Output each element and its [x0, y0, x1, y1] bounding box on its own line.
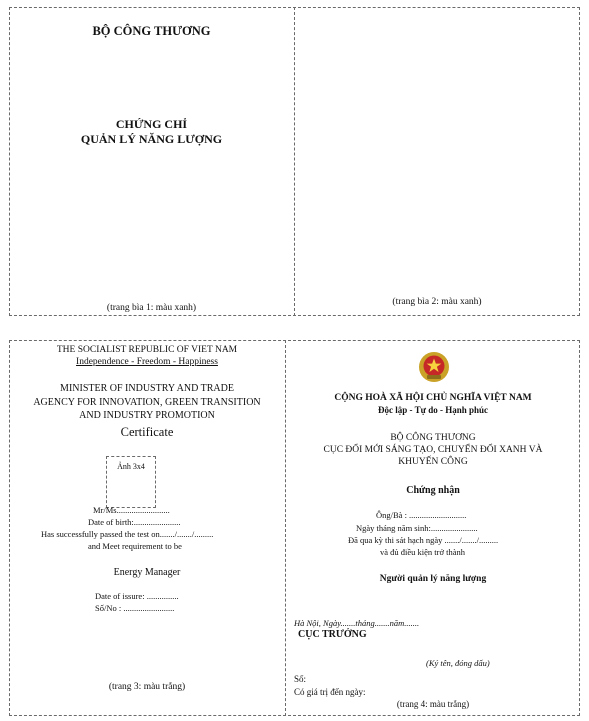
- p3-ministry: MINISTER OF INDUSTRY AND TRADE: [60, 383, 234, 394]
- photo-label: Ảnh 3x4: [117, 462, 145, 471]
- p3-name-field: Mr/Ms.........................: [93, 505, 170, 515]
- p4-condition: và đủ điều kiện trở thành: [380, 547, 465, 557]
- p4-page-note: (trang 4: màu trắng): [396, 699, 470, 709]
- p3-page-note: (trang 3: màu trắng): [108, 682, 186, 692]
- p4-country: CỘNG HOÀ XÃ HỘI CHỦ NGHĨA VIỆT NAM: [334, 393, 532, 403]
- p3-country: THE SOCIALIST REPUBLIC OF VIET NAM: [56, 345, 238, 355]
- p4-passed-field: Đã qua kỳ thi sát hạch ngày ......./....…: [348, 535, 499, 545]
- p4-ministry: BỘ CÔNG THƯƠNG: [390, 433, 476, 443]
- p4-agency-line1: CỤC ĐỔI MỚI SÁNG TẠO, CHUYỂN ĐỔI XANH VÀ: [323, 445, 543, 455]
- p4-certify: Chứng nhận: [406, 485, 460, 496]
- inside-spread: [9, 340, 580, 716]
- p3-agency-line2: AND INDUSTRY PROMOTION: [79, 410, 215, 421]
- p3-motto: Independence - Freedom - Happiness: [76, 357, 218, 367]
- p4-sign-note: (Ký tên, đóng dấu): [426, 658, 490, 668]
- p3-date-issue: Date of issure: ...............: [95, 591, 179, 601]
- p4-motto: Độc lập - Tự do - Hạnh phúc: [377, 405, 488, 415]
- photo-placeholder: [106, 456, 156, 508]
- p4-director: CỤC TRƯỞNG: [298, 629, 367, 640]
- cover-divider: [294, 7, 295, 316]
- cover-title-line1: CHỨNG CHỈ: [115, 117, 188, 131]
- p4-role: Người quản lý năng lượng: [379, 574, 487, 584]
- p4-dob-field: Ngày tháng năm sinh:....................…: [356, 523, 478, 533]
- cover-page1-note: (trang bìa 1: màu xanh): [106, 303, 197, 313]
- p3-certificate: Certificate: [120, 425, 174, 439]
- cover-title-line2: QUẢN LÝ NĂNG LƯỢNG: [80, 132, 223, 146]
- p3-number: Số/No : ........................: [95, 603, 175, 613]
- cover-ministry: BỘ CÔNG THƯƠNG: [92, 24, 211, 38]
- p4-name-field: Ông/Bà : ...........................: [376, 510, 467, 520]
- p4-valid-until: Có giá trị đến ngày:: [294, 687, 366, 697]
- p4-agency-line2: KHUYẾN CÔNG: [398, 457, 468, 467]
- inside-divider: [285, 340, 286, 716]
- p3-dob-field: Date of birth:......................: [88, 517, 181, 527]
- p3-passed-field: Has successfully passed the test on.....…: [41, 529, 214, 539]
- p4-number: Số:: [294, 674, 307, 684]
- cover-page2-note: (trang bìa 2: màu xanh): [392, 297, 482, 307]
- p3-agency-line1: AGENCY FOR INNOVATION, GREEN TRANSITION: [33, 397, 261, 408]
- p4-place-date: Hà Nội, Ngày.......tháng.......năm......…: [294, 618, 420, 628]
- national-emblem-icon: [419, 352, 449, 382]
- p3-role: Energy Manager: [113, 567, 181, 578]
- p3-requirement: and Meet requirement to be: [88, 541, 182, 551]
